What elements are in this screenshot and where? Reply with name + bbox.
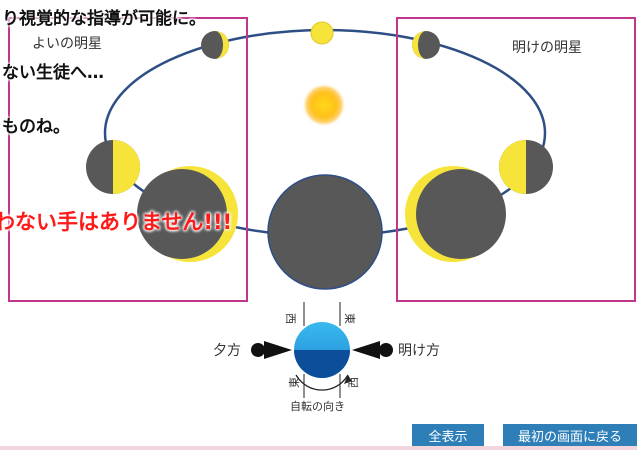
venus-half-left: [86, 140, 140, 194]
east-label-bottom: 東: [288, 377, 301, 388]
evening-star-frame: [8, 17, 248, 302]
rotation-arrow-icon: [295, 374, 349, 391]
venus-top-right: [412, 31, 440, 59]
back-to-start-button[interactable]: 最初の画面に戻る: [503, 424, 637, 446]
west-label-top: 西: [284, 313, 297, 324]
rotation-label: 自転の向き: [290, 399, 345, 413]
dawn-observer-icon: [352, 341, 393, 359]
venus-crescent-right: [405, 166, 506, 262]
venus-crescent-left: [137, 166, 238, 262]
venus-top-center: [310, 21, 334, 45]
venus-half-right: [499, 140, 553, 194]
venus-new-phase: [267, 174, 383, 290]
east-label-top: 東: [343, 313, 356, 324]
dusk-observer-icon: [251, 341, 292, 359]
evening-star-label: よいの明星: [32, 36, 102, 52]
show-all-button[interactable]: 全表示: [412, 424, 484, 446]
caption-line-2: ない生徒へ…: [2, 63, 104, 83]
sun-icon: [302, 83, 346, 127]
caption-line-1: り視覚的な指導が可能に。: [2, 9, 206, 29]
venus-top-left: [201, 31, 229, 59]
dusk-label: 夕方: [213, 343, 241, 359]
west-label-bottom: 西: [347, 377, 360, 388]
caption-line-3: ものね。: [2, 117, 70, 137]
dawn-label: 明け方: [398, 343, 440, 359]
morning-star-frame: [396, 17, 636, 302]
earth-icon: [294, 322, 350, 378]
morning-star-label: 明けの明星: [512, 40, 582, 56]
caption-line-4: わない手はありません!!!: [0, 210, 233, 234]
